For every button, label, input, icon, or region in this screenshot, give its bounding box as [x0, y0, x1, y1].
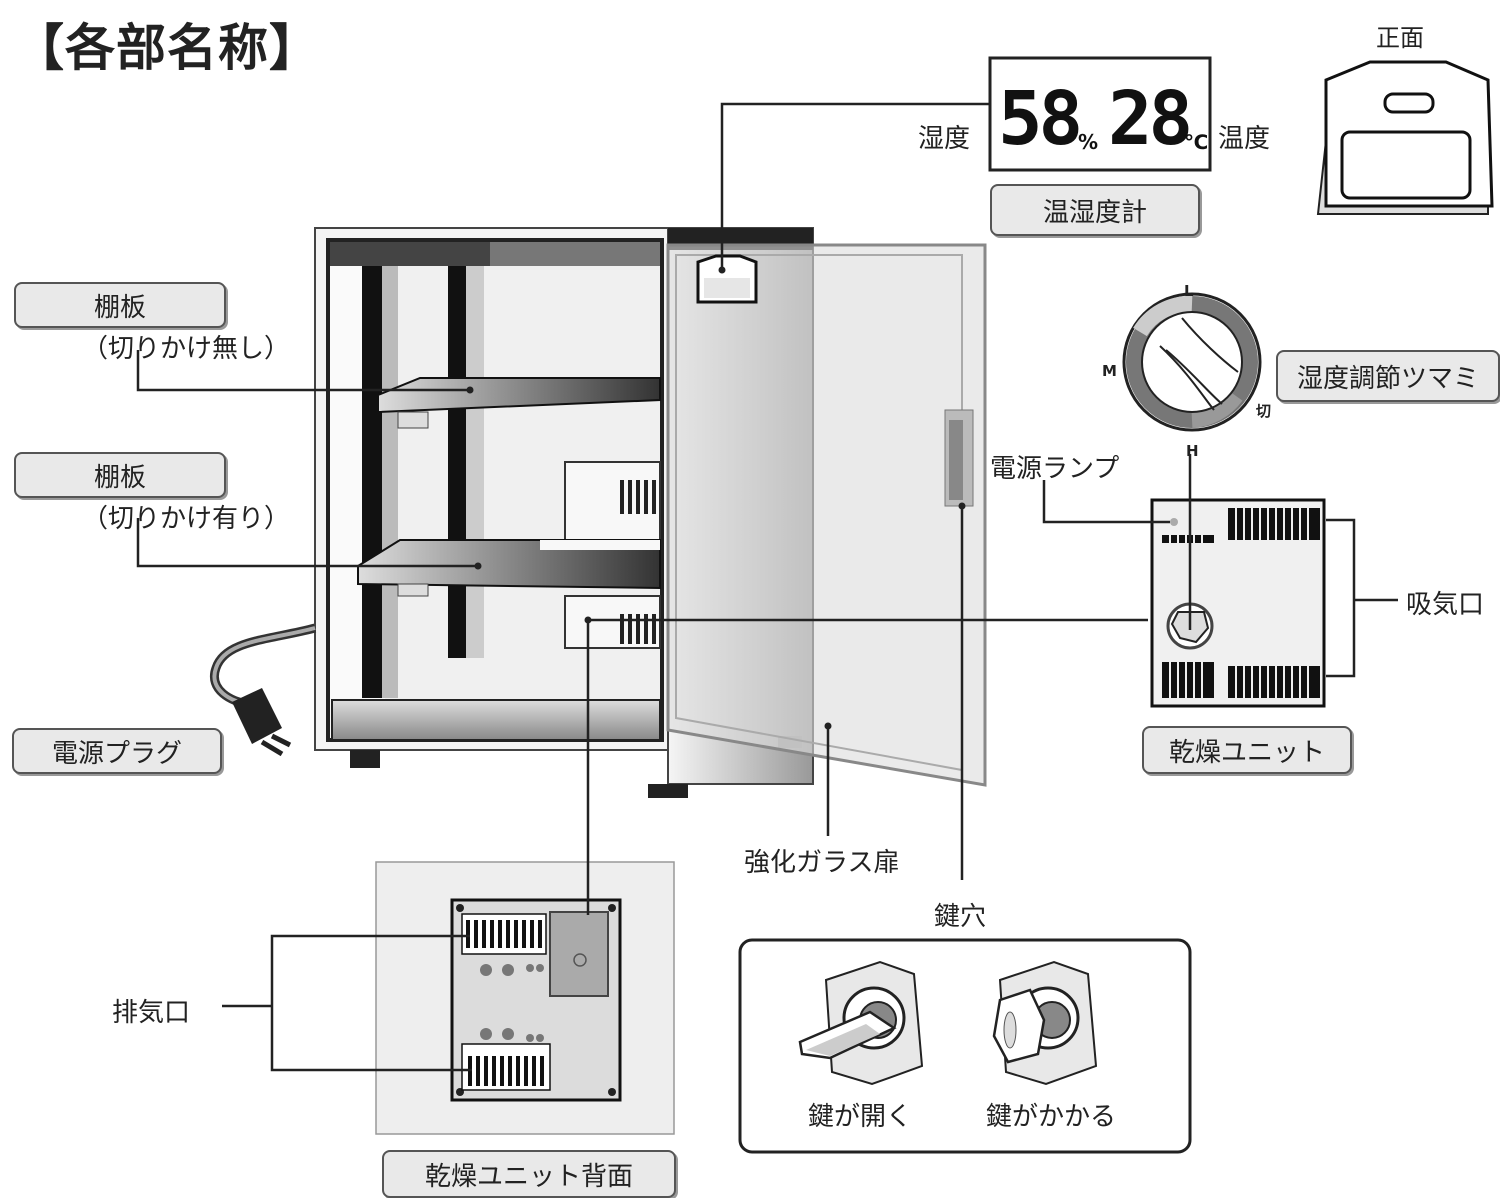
humidity-knob-label: 湿度調節ツマミ: [1276, 350, 1500, 402]
drying-unit-front: [1150, 498, 1326, 708]
humidity-reading: 58: [998, 76, 1083, 162]
key-open-label: 鍵が開く: [808, 1102, 913, 1132]
humidity-label: 湿度: [918, 124, 971, 154]
key-locked-label: 鍵がかかる: [986, 1102, 1117, 1132]
power-lamp-label: 電源ランプ: [990, 454, 1120, 484]
lcd-frame: [988, 56, 1212, 172]
humidity-dial: [1122, 292, 1262, 432]
key-open-illustration: [798, 960, 924, 1086]
power-cord: [209, 623, 317, 757]
leader-dots: [466, 266, 966, 730]
shelf-note-2: （切りかけ有り）: [82, 504, 291, 534]
temperature-unit: ℃: [1184, 130, 1209, 154]
thermo-hygrometer-label: 温湿度計: [990, 184, 1200, 236]
drying-unit-label: 乾燥ユニット: [1142, 726, 1352, 774]
temperature-reading: 28: [1108, 76, 1193, 162]
temperature-label: 温度: [1218, 124, 1271, 154]
page-title: 【各部名称】: [14, 19, 320, 77]
dial-mark-low: L: [1184, 282, 1194, 300]
door-hygrometer: [696, 254, 758, 304]
front-view-label: 正面: [1376, 24, 1424, 52]
exhaust-label: 排気口: [112, 998, 191, 1028]
humidity-unit: %: [1078, 130, 1099, 154]
drying-unit-back-label: 乾燥ユニット背面: [382, 1150, 676, 1198]
dial-mark-high: H: [1186, 442, 1199, 460]
shelf-note-1: （切りかけ無し）: [82, 334, 291, 364]
air-intake-label: 吸気口: [1406, 590, 1485, 620]
dial-mark-off: 切: [1256, 402, 1272, 420]
shelf-label-2: 棚板: [14, 452, 226, 498]
key-panel: [738, 938, 1192, 1154]
meter-front-view: [1316, 60, 1494, 215]
glass-door-label: 強化ガラス扉: [744, 848, 900, 878]
power-plug-label: 電源プラグ: [12, 728, 222, 774]
key-locked-illustration: [992, 960, 1098, 1086]
drying-unit-back: [375, 861, 675, 1135]
keyhole-label: 鍵穴: [934, 902, 987, 932]
dial-mark-mid: M: [1102, 362, 1117, 380]
leader-lines: [136, 102, 1398, 1072]
shelf-label-1: 棚板: [14, 282, 226, 328]
glass-door: [666, 243, 987, 787]
